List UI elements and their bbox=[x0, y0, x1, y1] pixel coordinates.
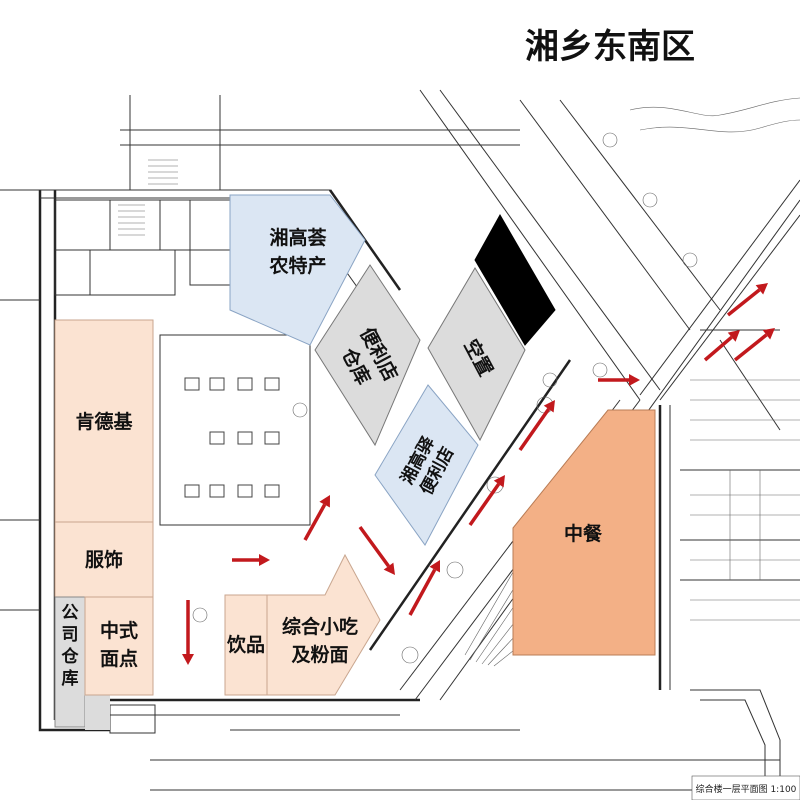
label-noodle-point-2: 面点 bbox=[100, 648, 138, 670]
flow-arrow-head bbox=[182, 654, 194, 665]
label-noodle-point-1: 中式 bbox=[100, 619, 138, 642]
label-company-warehouse-1: 公 bbox=[62, 603, 79, 623]
flow-arrow-shaft bbox=[468, 483, 501, 527]
zone-black-block bbox=[474, 213, 556, 346]
flow-arrow-shaft bbox=[703, 335, 733, 362]
label-clothing: 服饰 bbox=[85, 548, 123, 571]
zone-noodle-point bbox=[84, 596, 154, 696]
flow-arrow-head bbox=[383, 562, 395, 575]
label-snacks-1: 综合小吃 bbox=[282, 615, 358, 638]
zone-clothing bbox=[54, 521, 154, 598]
flow-arrow-shaft bbox=[358, 525, 390, 568]
flow-arrow-head bbox=[629, 374, 640, 386]
label-snacks-2: 及粉面 bbox=[291, 643, 348, 666]
zone-vacant bbox=[427, 267, 526, 442]
zone-labels: 湘高荟 农特产 便利店 仓库 空置 湘高驿 便利店 肯德基 服饰 公 司 仓 库… bbox=[61, 226, 603, 689]
label-kfc: 肯德基 bbox=[75, 410, 133, 433]
flow-arrow-shaft bbox=[726, 288, 761, 317]
zone-snacks bbox=[266, 553, 381, 696]
zone-kfc bbox=[54, 319, 154, 523]
flow-arrow-head bbox=[727, 330, 740, 342]
label-chinese-food: 中餐 bbox=[564, 522, 603, 545]
zone-drinks bbox=[224, 594, 268, 696]
flow-arrow-shaft bbox=[733, 333, 768, 362]
flow-arrow-head bbox=[762, 328, 775, 340]
label-xianggao-produce-2: 农特产 bbox=[268, 254, 326, 277]
label-company-warehouse-4: 库 bbox=[62, 668, 79, 689]
zones bbox=[54, 194, 656, 730]
drawing-caption: 综合楼一层平面图 1:100 bbox=[696, 783, 797, 795]
flow-arrows bbox=[182, 283, 775, 665]
flow-arrow-head bbox=[543, 400, 555, 413]
flow-arrow-head bbox=[429, 560, 440, 573]
page-title: 湘乡东南区 bbox=[525, 27, 695, 67]
flow-arrow-shaft bbox=[408, 568, 437, 616]
label-company-warehouse-3: 仓 bbox=[61, 646, 80, 667]
flow-arrow-shaft bbox=[303, 503, 327, 541]
zone-company-warehouse-ext bbox=[85, 695, 110, 730]
zone-chinese-food bbox=[512, 409, 656, 656]
zone-store-warehouse bbox=[314, 264, 421, 447]
flow-arrow-head bbox=[259, 554, 270, 566]
flow-arrow-shaft bbox=[518, 408, 551, 452]
flow-arrow-head bbox=[319, 495, 330, 508]
zone-company-warehouse bbox=[54, 596, 86, 728]
label-drinks: 饮品 bbox=[226, 633, 265, 656]
label-company-warehouse-2: 司 bbox=[62, 625, 79, 645]
zone-xianggao-store bbox=[374, 384, 479, 546]
flow-arrow-head bbox=[493, 475, 505, 488]
label-xianggao-produce-1: 湘高荟 bbox=[269, 226, 326, 249]
flow-arrow-head bbox=[755, 283, 768, 295]
zone-xianggao-produce bbox=[229, 194, 366, 346]
